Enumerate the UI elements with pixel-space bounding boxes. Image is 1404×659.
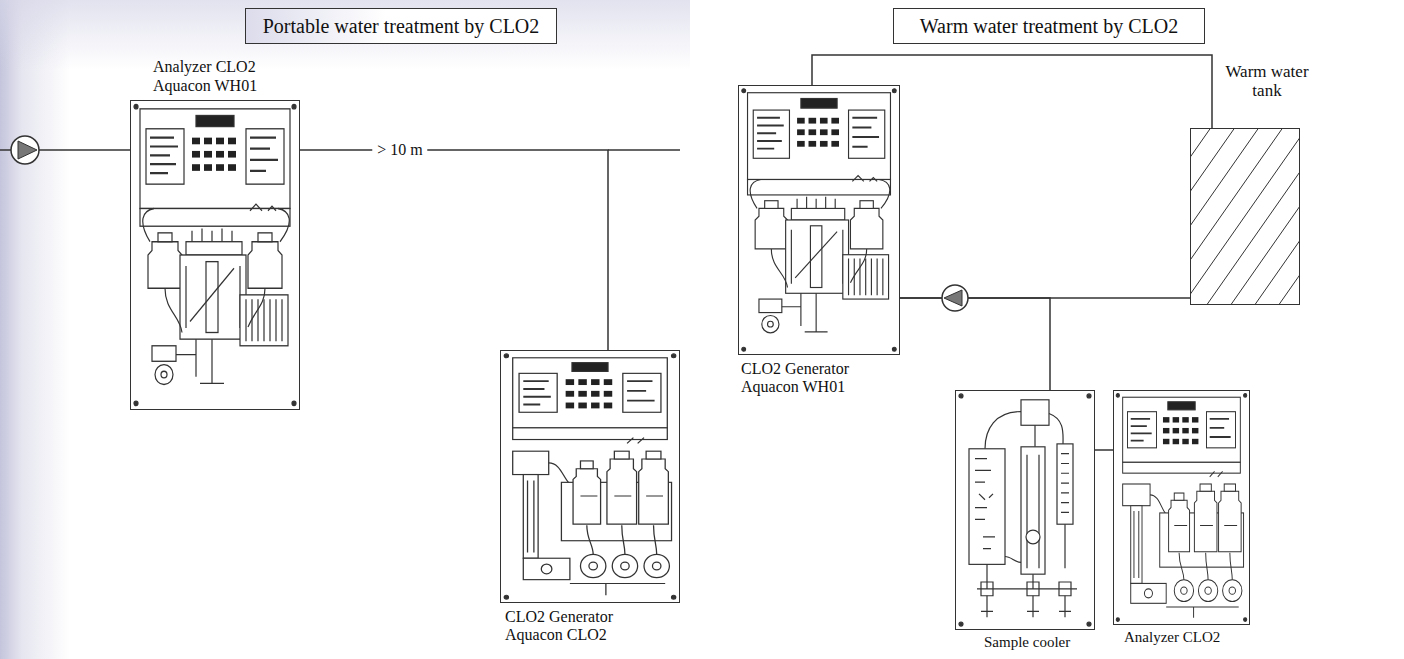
tank-box: Warm water tank: [1190, 128, 1300, 305]
pump-symbol: [942, 285, 968, 311]
generator-unit: CLO2 Generator Aquacon WH01: [738, 85, 900, 355]
pipe-line: [900, 298, 1050, 390]
generator-unit: CLO2 Generator Aquacon CLO2: [500, 350, 680, 603]
pipe-line: [900, 297, 1190, 299]
panel-title: Warm water treatment by CLO2: [920, 15, 1178, 38]
sample-cooler-drawing: [959, 394, 1091, 626]
pump-symbol: [11, 136, 39, 164]
left-panel-ground: [0, 0, 690, 659]
unit-label: CLO2 Generator Aquacon CLO2: [505, 608, 645, 645]
distance-label: > 10 m: [372, 141, 427, 159]
unit-label: CLO2 Generator Aquacon WH01: [741, 360, 881, 397]
inflow-pipe: [39, 149, 130, 151]
generator-drawing: [742, 89, 896, 351]
unit-label: Analyzer CLO2: [1124, 629, 1220, 646]
analyzer-unit: Analyzer CLO2 Aquacon WH01: [130, 100, 300, 410]
title-box: Warm water treatment by CLO2: [893, 8, 1205, 44]
pipe-line: [300, 150, 608, 350]
outflow-pipe: [608, 149, 680, 151]
pipe-line: [1095, 449, 1113, 451]
pipe-line: [812, 55, 1212, 128]
analyzer-drawing: [1116, 394, 1247, 622]
tank-hatching: [1191, 129, 1299, 304]
analyzer-drawing: [134, 104, 296, 405]
unit-label: Sample cooler: [984, 634, 1070, 651]
unit-label: Warm water tank: [1221, 62, 1313, 101]
panel-title: Portable water treatment by CLO2: [263, 15, 540, 38]
sample-cooler-unit: Sample cooler: [955, 390, 1095, 630]
inflow-pipe: [0, 149, 11, 151]
title-box: Portable water treatment by CLO2: [245, 8, 557, 44]
generator-drawing: [504, 354, 676, 599]
unit-label: Analyzer CLO2 Aquacon WH01: [153, 58, 293, 95]
analyzer-unit: Analyzer CLO2: [1113, 390, 1250, 625]
